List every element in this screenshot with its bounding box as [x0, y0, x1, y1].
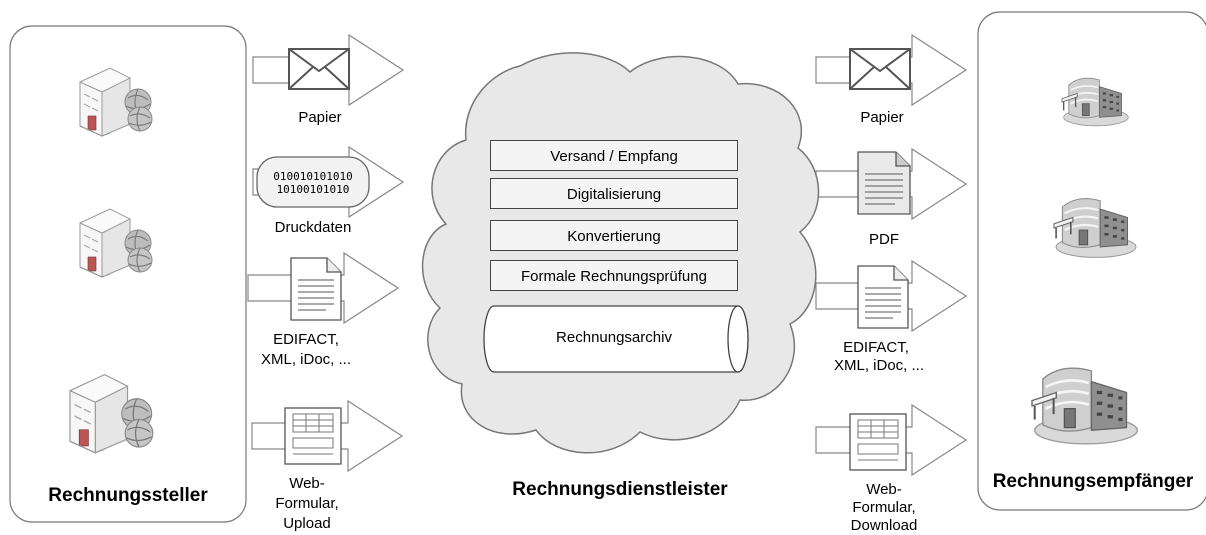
archive-label: Rechnungsarchiv [556, 329, 672, 346]
receiver-panel [977, 11, 1206, 511]
inbound-print-data-label: Druckdaten [274, 219, 352, 236]
step-formale-rechnungspruefung: Formale Rechnungsprüfung [490, 260, 738, 291]
outbound-web-label-2: Formular, [852, 499, 916, 516]
inbound-web-label-3: Upload [283, 515, 331, 532]
receiver-title: Rechnungsempfänger [992, 471, 1194, 492]
web-form-icon [284, 407, 342, 465]
inbound-paper-label: Papier [298, 109, 342, 126]
binary-line-1: 010010101010 [273, 170, 353, 183]
step-versand-empfang: Versand / Empfang [490, 140, 738, 171]
inbound-web-label-2: Formular, [275, 495, 339, 512]
binary-data-icon [256, 156, 370, 208]
cylinder-archive-icon [483, 305, 749, 373]
outbound-paper-label: Papier [860, 109, 904, 126]
inbound-web-label-1: Web- [289, 475, 325, 492]
pdf-document-icon [857, 151, 911, 215]
step-digitalisierung: Digitalisierung [490, 178, 738, 209]
step-konvertierung: Konvertierung [490, 220, 738, 251]
document-icon-out [857, 265, 909, 329]
inbound-edi-label-1: EDIFACT, [273, 331, 339, 348]
outbound-edi-label-2: XML, iDoc, ... [833, 357, 925, 374]
outbound-web-label-1: Web- [866, 481, 902, 498]
web-form-icon-out [849, 413, 907, 471]
cloud-icon [421, 52, 820, 454]
inbound-edi-label-2: XML, iDoc, ... [260, 351, 352, 368]
document-icon [290, 257, 342, 321]
sender-panel [9, 25, 247, 523]
provider-title: Rechnungsdienstleister [512, 479, 728, 500]
outbound-pdf-label: PDF [869, 231, 899, 248]
sender-title: Rechnungssteller [48, 485, 208, 506]
envelope-icon [288, 48, 350, 90]
outbound-edi-label-1: EDIFACT, [843, 339, 909, 356]
binary-line-2: 10100101010 [276, 183, 350, 196]
outbound-web-label-3: Download [850, 517, 918, 534]
envelope-icon-out [849, 48, 911, 90]
